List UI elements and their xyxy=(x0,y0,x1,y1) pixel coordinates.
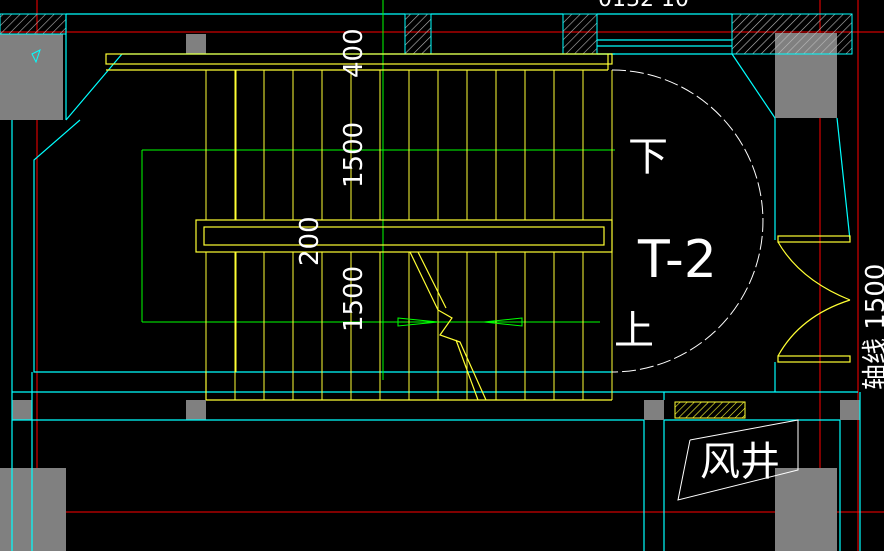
hatched-walls xyxy=(0,13,853,55)
stair-railings xyxy=(105,53,613,401)
landing-arc xyxy=(611,69,764,373)
dim-lower-flight: 1500 xyxy=(339,266,369,332)
down-label: 下 xyxy=(628,134,668,180)
up-label: 上 xyxy=(614,308,654,354)
shaft-label: 风井 xyxy=(700,439,780,485)
axis-lines xyxy=(141,0,615,380)
column-mark xyxy=(31,49,41,64)
break-line xyxy=(409,251,487,401)
stair-treads xyxy=(205,70,613,400)
dim-top: 400 xyxy=(339,28,369,78)
shaft-outline xyxy=(677,419,799,501)
direction-arrows xyxy=(397,317,523,327)
threshold xyxy=(674,401,746,419)
stair-id-label: T-2 xyxy=(637,230,717,290)
dim-landing: 200 xyxy=(295,216,325,266)
wall-outlines xyxy=(11,13,861,551)
top-edge-text: 0132 10 xyxy=(598,0,689,12)
right-edge-text: 轴线 1500 xyxy=(861,264,884,390)
door xyxy=(777,235,851,363)
labels: T-2 下 上 风井 400 1500 200 1500 0132 10 轴线 … xyxy=(295,0,884,485)
dim-upper-flight: 1500 xyxy=(339,122,369,188)
